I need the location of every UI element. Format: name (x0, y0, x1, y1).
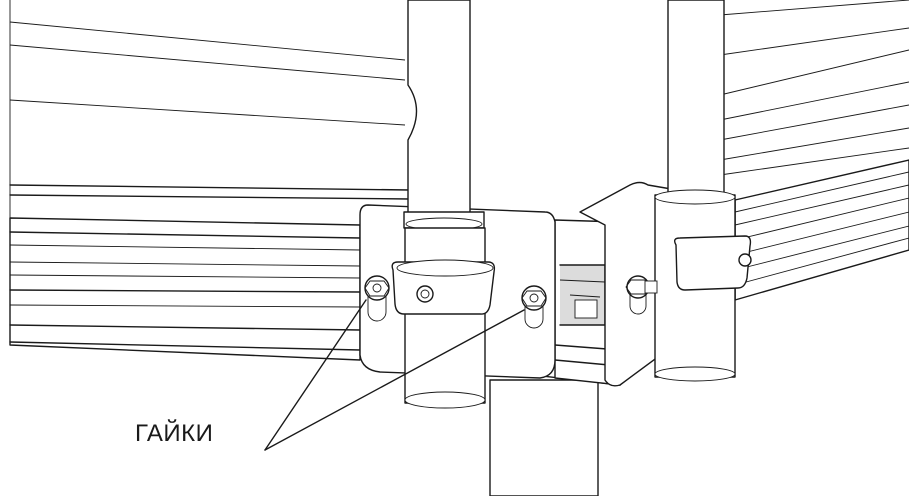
right-wall-panel (719, 0, 909, 176)
callout-label-nuts: ГАЙКИ (135, 420, 214, 447)
nut-right (625, 275, 658, 299)
right-post (654, 0, 736, 382)
lower-post (489, 379, 599, 496)
nut-center (521, 285, 547, 311)
right-rail (734, 159, 909, 301)
callout-leaders (264, 299, 525, 451)
left-post (403, 0, 486, 409)
left-clamp-collar (391, 259, 496, 315)
right-clamp-collar (673, 235, 752, 291)
nut-left (364, 275, 390, 301)
back-wall-panel (9, 0, 411, 345)
